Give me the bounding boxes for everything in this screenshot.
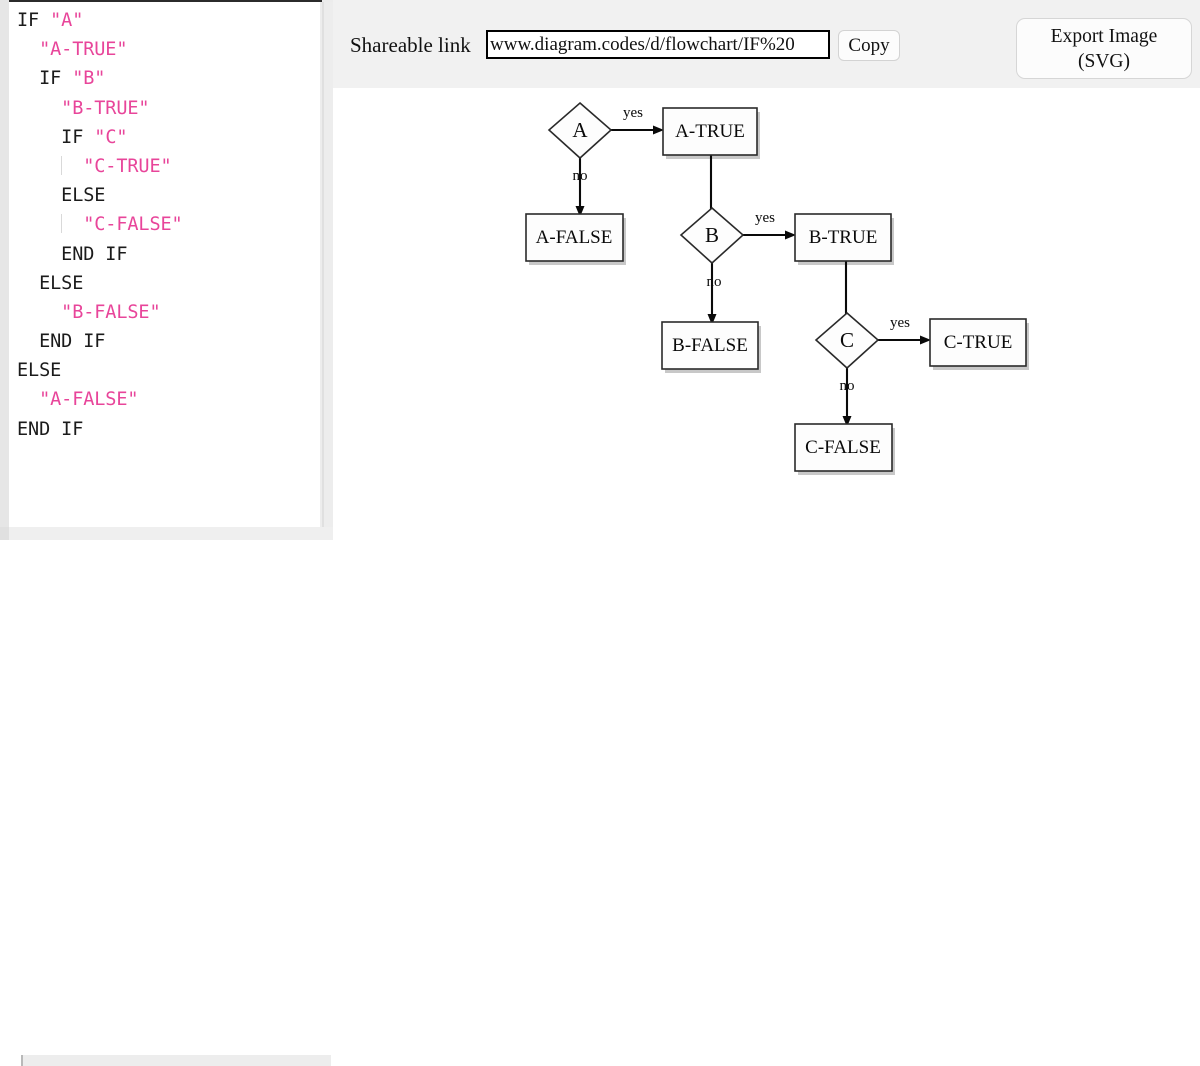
code-line: END IF [17,240,183,269]
export-image-svg-button[interactable]: Export Image (SVG) [1016,18,1192,79]
code-string-token: "C" [94,126,128,148]
indent-guide [61,214,63,234]
code-line: IF "B" [17,64,183,93]
code-line: END IF [17,415,183,444]
node-a-false[interactable]: A-FALSE [525,213,624,262]
code-editor-surface[interactable]: IF "A" "A-TRUE" IF "B" "B-TRUE" IF "C" "… [9,2,320,527]
indent-guide [61,155,63,175]
code-line: END IF [17,327,183,356]
code-string-token: "B-TRUE" [61,97,150,119]
edge-label-a-no: no [573,168,588,184]
code-line: IF "A" [17,6,183,35]
copy-button[interactable]: Copy [838,30,900,61]
code-line: "A-TRUE" [17,35,183,64]
node-b-true-box[interactable] [794,213,892,262]
code-editor-panel: IF "A" "A-TRUE" IF "B" "B-TRUE" IF "C" "… [0,0,333,1066]
code-line: "B-TRUE" [17,94,183,123]
code-keyword-token: END IF [17,418,84,440]
node-b[interactable]: B [679,206,745,265]
preview-pane: Shareable link Copy Export Image (SVG) [333,0,1200,540]
node-c-false[interactable]: C-FALSE [794,423,893,472]
arrowhead-a-to-a-false [575,206,585,217]
code-text-area[interactable]: IF "A" "A-TRUE" IF "B" "B-TRUE" IF "C" "… [9,2,183,444]
node-a[interactable]: A [547,101,613,160]
code-line: "C-TRUE" [17,152,183,181]
node-b-false[interactable]: B-FALSE [661,321,759,370]
arrowhead-c-to-c-true [920,335,931,345]
code-keyword-token: IF [17,10,51,31]
arrowhead-c-to-c-false [842,416,852,427]
shareable-link-label: Shareable link [350,33,471,57]
toolbar: Shareable link Copy Export Image (SVG) [333,0,1200,88]
node-c[interactable]: C [814,311,880,370]
node-shadows [529,112,1029,475]
node-a-true-label: A-TRUE [675,121,745,142]
node-c-diamond[interactable] [814,311,880,370]
edge-labels: yes no yes no yes no [573,105,911,394]
code-string-token: "C-FALSE" [83,214,183,236]
node-c-false-box[interactable] [794,423,893,472]
arrowhead-b-to-b-true [785,230,796,240]
code-string-token: "A-FALSE" [39,389,139,411]
code-string-token: "A" [50,10,84,31]
code-keyword-token: END IF [39,331,106,353]
node-c-true[interactable]: C-TRUE [929,318,1027,367]
editor-gutter [0,0,9,527]
export-button-line1: Export Image [1050,25,1158,47]
code-line: IF "C" [17,123,183,152]
node-a-false-label: A-FALSE [536,227,613,248]
node-c-label: C [840,328,854,352]
code-line: ELSE [17,356,183,385]
code-line: ELSE [17,181,183,210]
node-b-false-box[interactable] [661,321,759,370]
code-line: "C-FALSE" [17,210,183,239]
node-c-false-label: C-FALSE [805,437,881,458]
editor-scroll-corner [0,527,9,540]
editor-top-border [9,0,322,2]
flowchart-canvas[interactable]: yes no yes no yes no A A-TRUE [333,88,1200,540]
code-string-token: "B" [72,68,106,90]
arrowhead-b-to-b-false [707,314,717,325]
editor-right-divider [322,2,324,527]
edge-label-b-yes: yes [755,210,775,226]
code-line: "B-FALSE" [17,298,183,327]
edge-label-c-yes: yes [890,315,910,331]
edge-label-c-no: no [840,378,855,394]
code-keyword-token: ELSE [39,272,84,294]
code-line: ELSE [17,269,183,298]
edges [575,125,931,427]
node-b-label: B [705,223,719,247]
shareable-link-input[interactable] [486,30,830,59]
code-keyword-token: IF [61,126,95,148]
node-b-true[interactable]: B-TRUE [794,213,892,262]
node-c-true-label: C-TRUE [944,332,1013,353]
edge-label-b-no: no [707,274,722,290]
node-a-true[interactable]: A-TRUE [662,107,758,156]
editor-horizontal-scrollbar-thumb[interactable] [21,1055,331,1066]
node-a-label: A [572,118,588,142]
node-a-true-box[interactable] [662,107,758,156]
code-keyword-token: ELSE [17,360,62,382]
export-button-line2: (SVG) [1078,50,1130,72]
edge-label-a-yes: yes [623,105,643,121]
arrowhead-a-to-a-true [653,125,664,135]
node-b-diamond[interactable] [679,206,745,265]
node-c-true-box[interactable] [929,318,1027,367]
node-b-false-label: B-FALSE [672,335,748,356]
code-string-token: "C-TRUE" [83,155,172,177]
node-a-false-box[interactable] [525,213,624,262]
node-a-diamond[interactable] [547,101,613,160]
editor-horizontal-scrollbar-track[interactable] [9,527,333,1066]
code-string-token: "A-TRUE" [39,39,128,61]
code-keyword-token: ELSE [61,185,106,207]
code-keyword-token: IF [39,68,73,90]
node-b-true-label: B-TRUE [809,227,878,248]
flowchart-svg: yes no yes no yes no A A-TRUE [525,101,1029,475]
code-string-token: "B-FALSE" [61,301,161,323]
code-keyword-token: END IF [61,243,128,265]
code-line: "A-FALSE" [17,385,183,414]
